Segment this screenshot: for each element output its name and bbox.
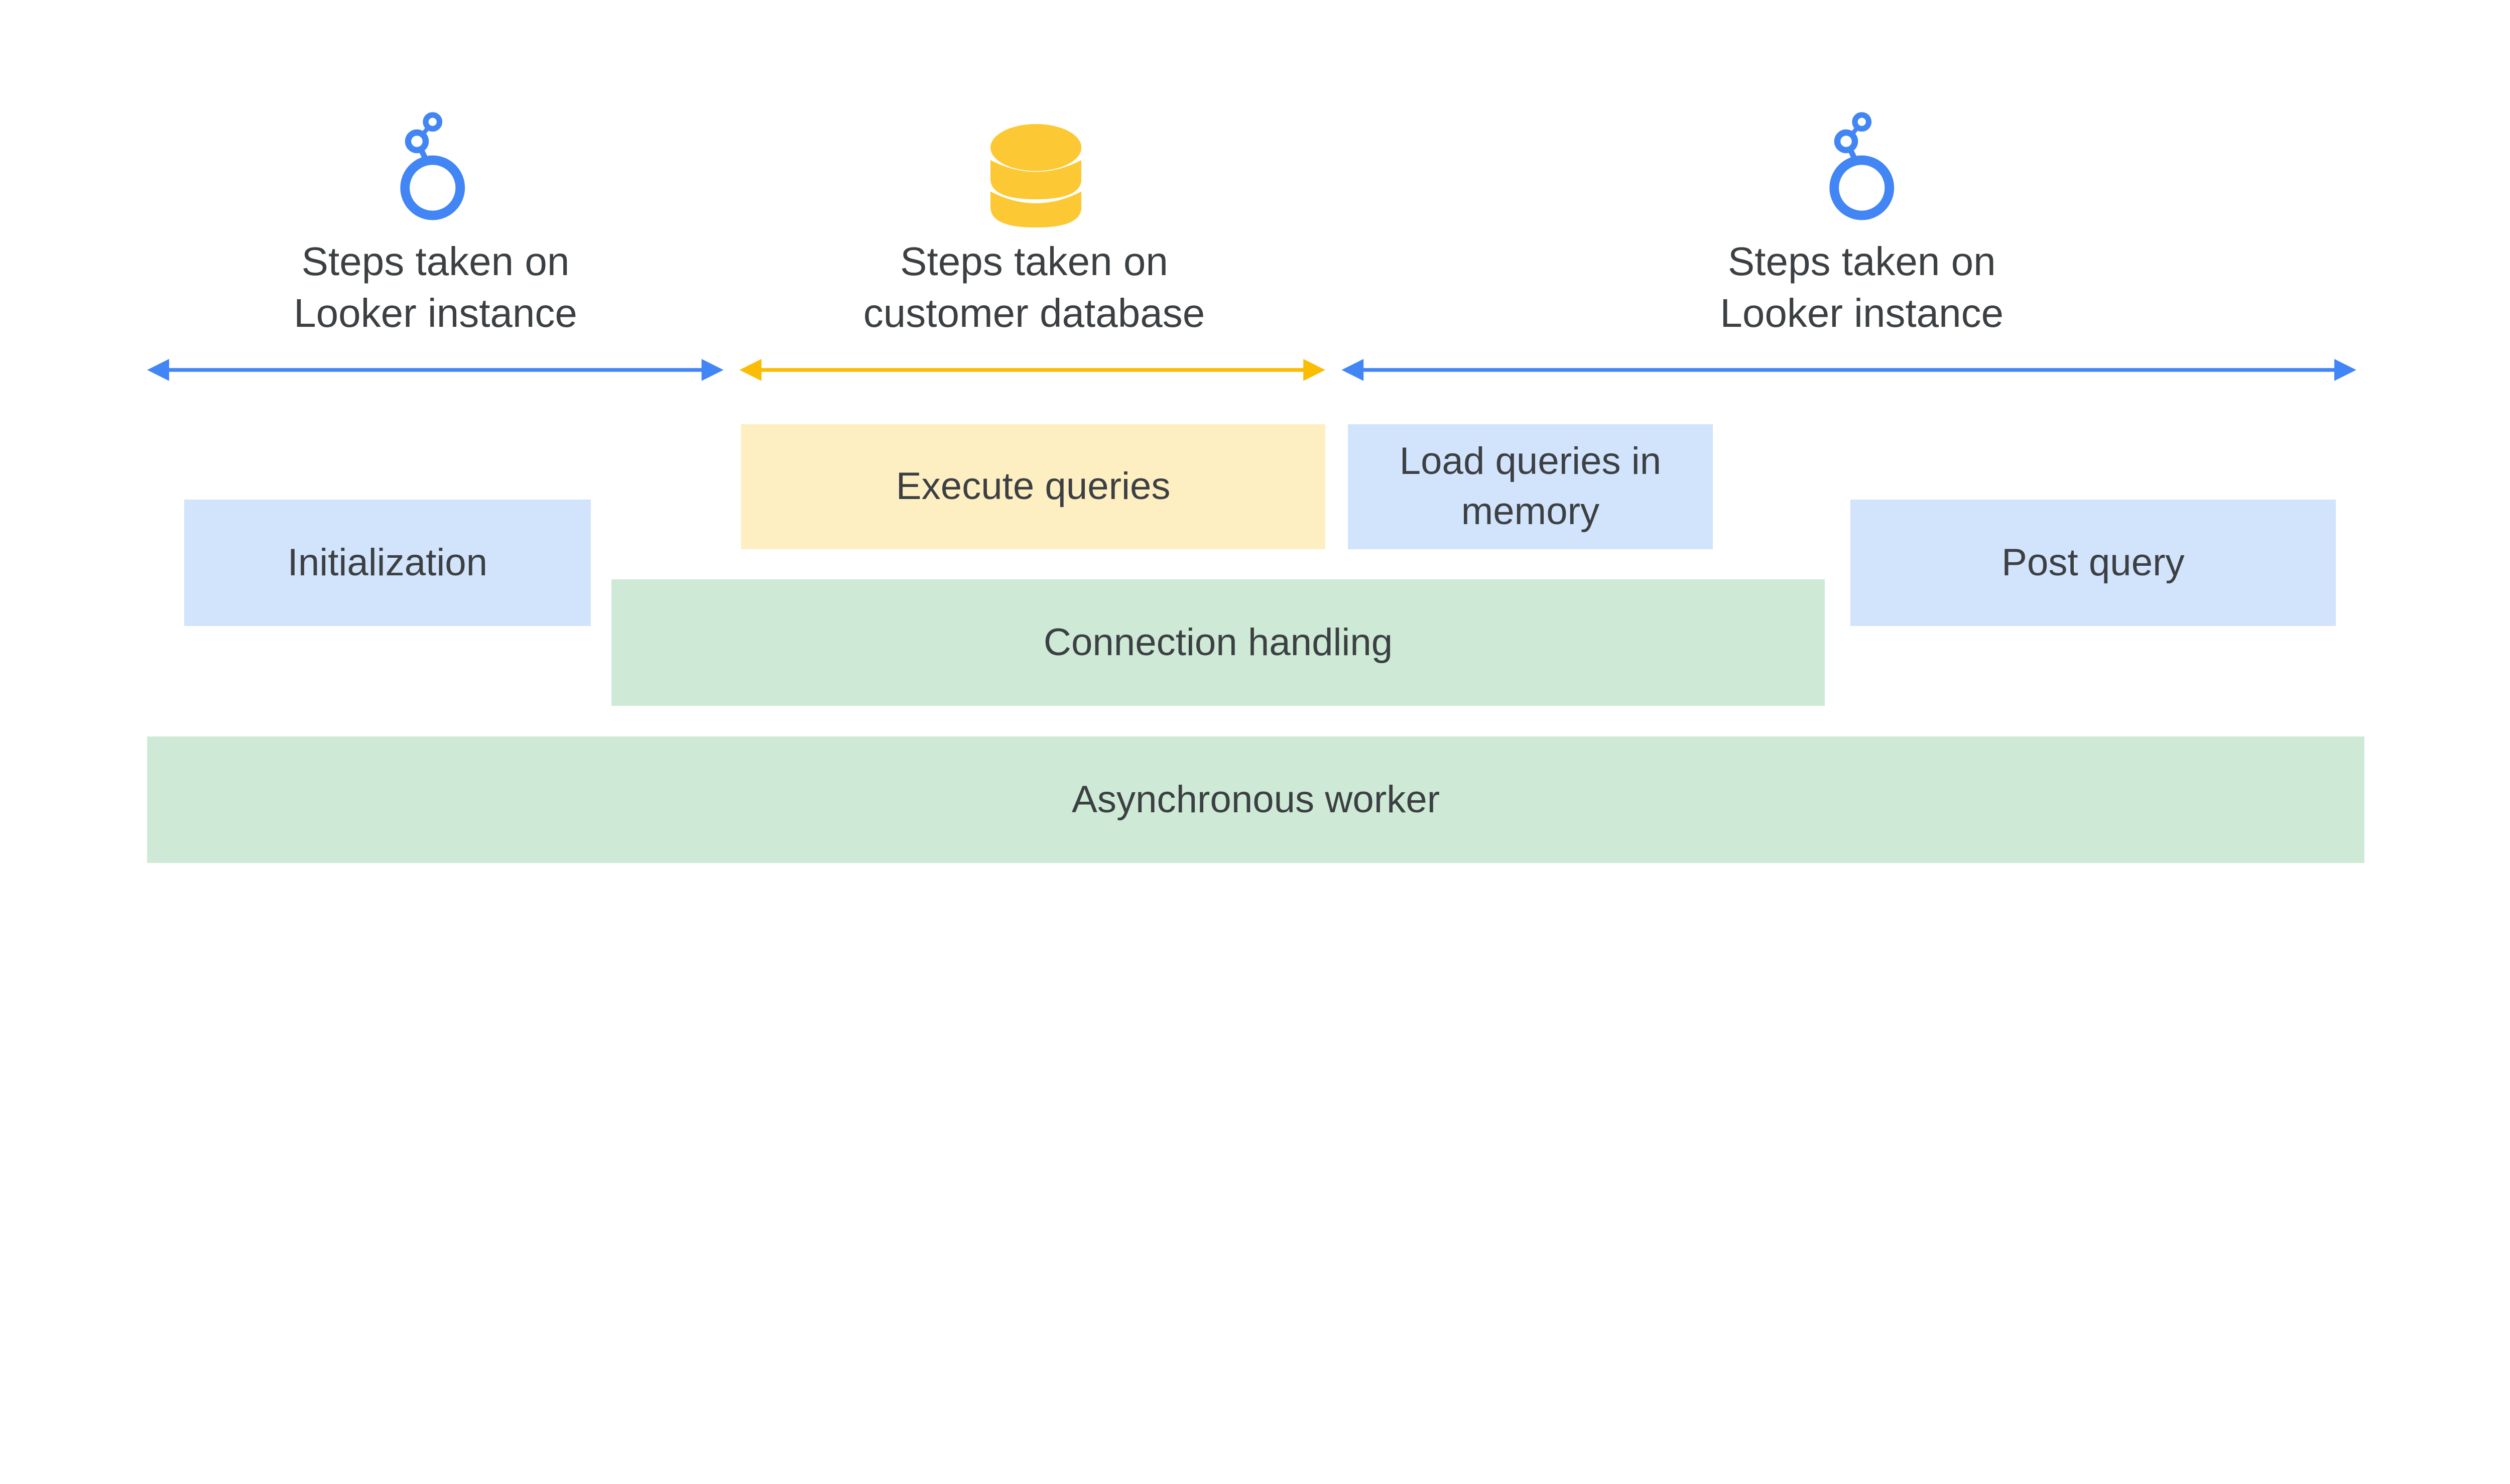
heading-line: Looker instance [1720,291,2004,336]
double-arrow-looker-1 [147,359,724,381]
arrows-layer [147,359,2356,381]
connection-handling-label: Connection handling [1043,621,1393,664]
looker-logo-icon [400,112,465,220]
load-queries-box: Load queries in memory [1348,424,1713,549]
section-heading-looker-1: Steps taken on Looker instance [185,235,687,340]
section-heading-looker-2: Steps taken on Looker instance [1611,235,2113,340]
asynchronous-worker-box: Asynchronous worker [147,736,2364,863]
looker-logo-icon [1829,112,1895,220]
load-queries-label: Load queries in memory [1400,436,1661,537]
load-queries-line: memory [1461,490,1600,533]
heading-line: Looker instance [294,291,577,336]
heading-line: Steps taken on [900,238,1168,284]
diagram-canvas: Steps taken on Looker instance Steps tak… [147,112,2364,863]
double-arrow-looker-2 [1341,359,2356,381]
execute-queries-box: Execute queries [741,424,1325,549]
asynchronous-worker-label: Asynchronous worker [1071,778,1440,821]
initialization-label: Initialization [287,541,488,584]
database-icon [990,123,1081,228]
heading-line: Steps taken on [1727,238,1996,284]
double-arrow-database [739,359,1325,381]
post-query-box: Post query [1850,500,2336,626]
execute-queries-label: Execute queries [896,465,1171,508]
section-heading-database: Steps taken on customer database [783,235,1285,340]
connection-handling-box: Connection handling [611,579,1825,706]
heading-line: Steps taken on [301,238,570,284]
load-queries-line: Load queries in [1399,440,1662,483]
heading-line: customer database [863,291,1205,336]
initialization-box: Initialization [184,500,591,626]
post-query-label: Post query [2001,541,2185,584]
